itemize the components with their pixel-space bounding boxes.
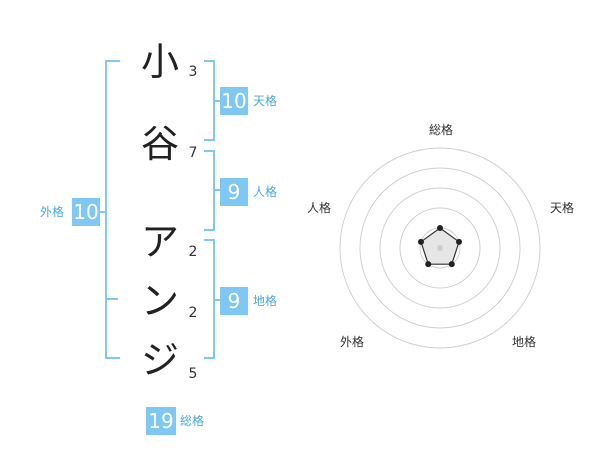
radar-ring-5 — [339, 147, 541, 349]
stroke-count-2: 7 — [188, 145, 198, 161]
radar-label-soukaku: 総格 — [428, 123, 453, 137]
stroke-count-1: 3 — [188, 64, 198, 80]
radar-ring-2 — [399, 207, 481, 289]
stroke-count-5: 5 — [188, 366, 198, 382]
radar-point-4 — [425, 261, 432, 268]
radar-point-5 — [417, 238, 424, 245]
tenkaku-badge: 10 — [220, 87, 248, 115]
jinkaku-label: 人格 — [253, 185, 278, 199]
stroke-count-3: 2 — [188, 244, 198, 260]
name-char-3: ア — [140, 220, 179, 264]
name-char-5: ジ — [140, 338, 179, 382]
radar-point-1 — [437, 225, 443, 231]
gaikaku-label: 外格 — [40, 205, 65, 219]
radar-label-chikaku: 地格 — [511, 335, 536, 349]
name-char-1: 小 — [140, 40, 179, 84]
gaikaku-badge: 10 — [72, 198, 100, 226]
tenkaku-label: 天格 — [253, 94, 278, 108]
radar-center — [437, 245, 443, 251]
radar-point-3 — [448, 261, 455, 268]
name-char-4: ン — [140, 279, 179, 323]
name-char-2: 谷 — [140, 122, 179, 166]
radar-point-2 — [456, 238, 463, 245]
radar-label-gaikaku: 外格 — [339, 335, 364, 349]
chikaku-badge: 9 — [220, 287, 248, 315]
radar-ring-3 — [379, 187, 501, 309]
stroke-count-4: 2 — [188, 305, 198, 321]
gaikaku-bracket — [105, 60, 120, 359]
jinkaku-badge: 9 — [220, 178, 248, 206]
soukaku-label: 総格 — [180, 414, 205, 428]
radar-ring-4 — [359, 167, 521, 329]
soukaku-badge: 19 — [146, 407, 176, 435]
chikaku-label: 地格 — [253, 294, 278, 308]
radar-label-tenkaku: 天格 — [549, 201, 574, 215]
radar-label-jinkaku: 人格 — [306, 201, 331, 215]
